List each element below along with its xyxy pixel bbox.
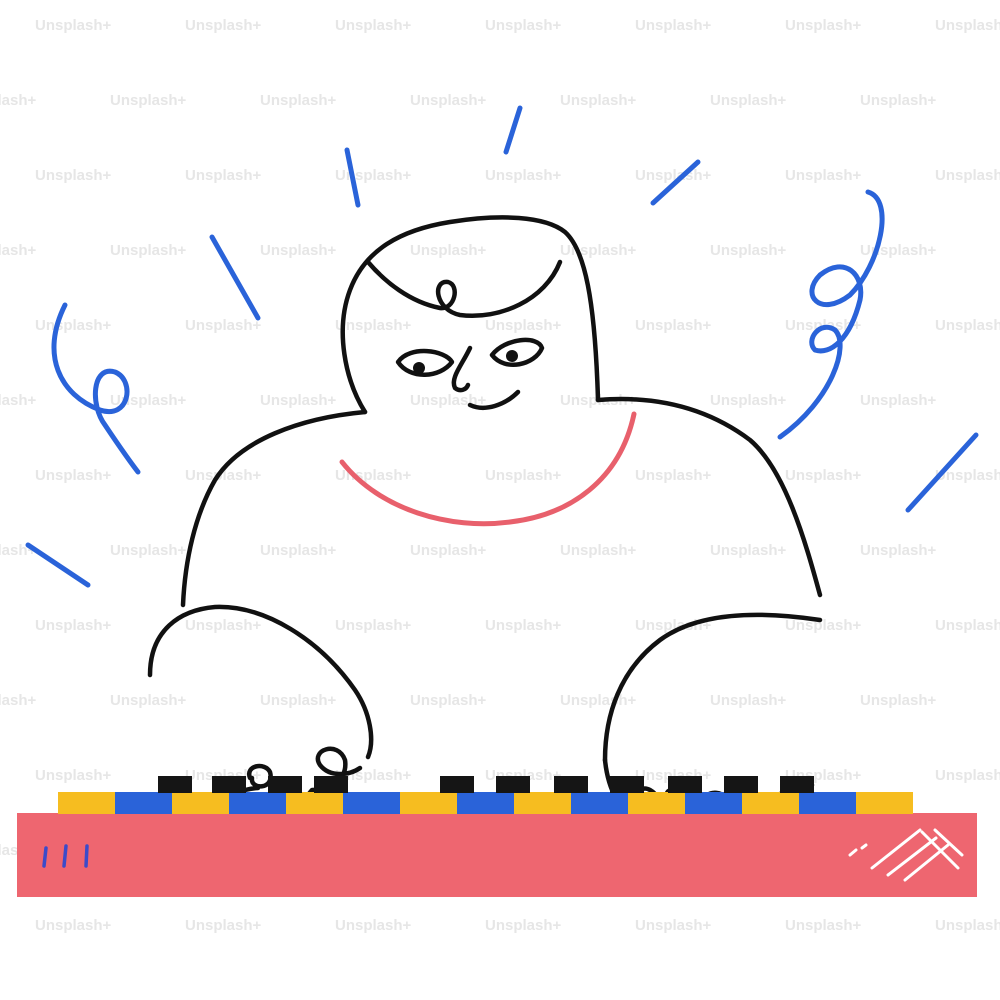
black-keys — [158, 776, 814, 793]
keyboard-key — [856, 792, 913, 814]
black-key — [440, 776, 474, 793]
black-key — [780, 776, 814, 793]
confetti-dash — [650, 159, 701, 206]
confetti-squiggle — [51, 302, 141, 475]
black-key — [668, 776, 702, 793]
key-row — [58, 792, 913, 814]
keyboard-key — [286, 792, 343, 814]
right-pupil — [506, 350, 518, 362]
keyboard-key — [172, 792, 229, 814]
confetti-dash — [25, 542, 91, 588]
shoulder-left — [180, 409, 368, 608]
character-face — [395, 337, 545, 410]
confetti-squiggle-icon — [25, 105, 979, 588]
keyboard-key — [400, 792, 457, 814]
black-key — [158, 776, 192, 793]
hair-curl — [365, 259, 563, 318]
black-key — [610, 776, 644, 793]
keyboard-key — [457, 792, 514, 814]
black-key — [314, 776, 348, 793]
confetti-dash — [905, 432, 979, 513]
keyboard-marks-left — [42, 844, 89, 868]
mouth — [467, 389, 521, 410]
confetti-squiggle — [777, 189, 885, 440]
black-key — [724, 776, 758, 793]
synth-keyboard-icon — [17, 776, 977, 897]
black-key — [554, 776, 588, 793]
keyboard-marks-right — [848, 828, 964, 882]
black-key — [268, 776, 302, 793]
keyboard-key — [343, 792, 400, 814]
head-outline — [340, 215, 601, 415]
arm-left — [147, 604, 374, 760]
keyboard-key — [58, 792, 115, 814]
keyboard-key — [685, 792, 742, 814]
left-pupil — [413, 362, 425, 374]
keyboard-key — [628, 792, 685, 814]
keyboard-key — [115, 792, 172, 814]
character-body — [147, 215, 823, 839]
black-key — [212, 776, 246, 793]
nose — [451, 345, 473, 393]
keyboard-key — [229, 792, 286, 814]
right-eye — [489, 337, 545, 367]
confetti-dash — [344, 147, 361, 208]
black-key — [496, 776, 530, 793]
keyboard-key — [514, 792, 571, 814]
confetti-dash — [209, 234, 261, 321]
shoulder-right — [595, 396, 823, 598]
arm-right — [602, 612, 823, 763]
confetti-dash — [503, 105, 523, 155]
keyboard-body — [17, 813, 977, 897]
left-eye — [395, 348, 455, 377]
chest-smile — [339, 411, 637, 527]
keyboard-key — [799, 792, 856, 814]
keyboard-key — [742, 792, 799, 814]
keyboard-key — [571, 792, 628, 814]
